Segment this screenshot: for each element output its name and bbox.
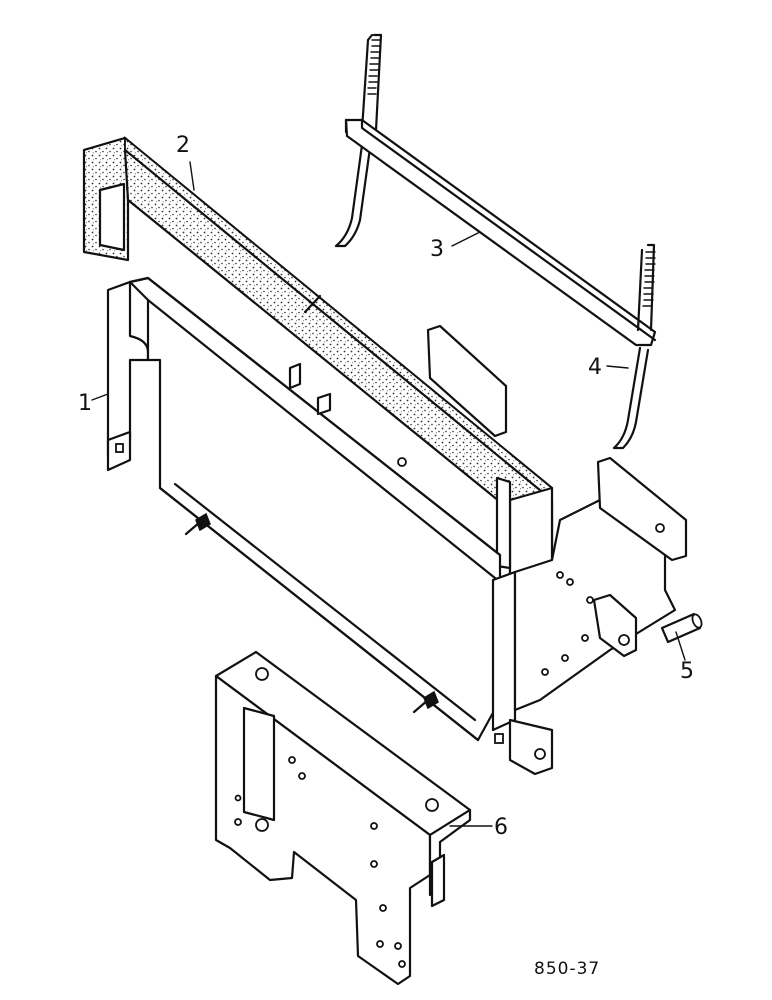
leader-5 [675,631,686,661]
leader-3 [451,231,481,247]
battery [82,136,554,578]
leader-1 [91,393,109,401]
callout-6: 6 [494,815,508,840]
callout-3: 3 [430,237,444,262]
callout-2: 2 [176,133,190,158]
hold-down-clamp-assembly [334,33,657,450]
leader-2 [189,161,195,191]
j-bolt-left [334,33,383,248]
mounting-bracket [214,650,472,986]
mounting-bolt-left [184,512,211,536]
figure-reference: 850-37 [534,959,600,979]
leader-lines [91,161,686,827]
j-bolt-right [612,243,656,450]
callout-1: 1 [78,391,92,416]
clamp-bar [344,118,657,347]
mounting-bolt-right [412,690,439,714]
callout-5: 5 [680,659,694,684]
pin [660,612,703,644]
callout-4: 4 [588,355,602,380]
leader-4 [606,365,629,369]
battery-tray [106,276,688,776]
